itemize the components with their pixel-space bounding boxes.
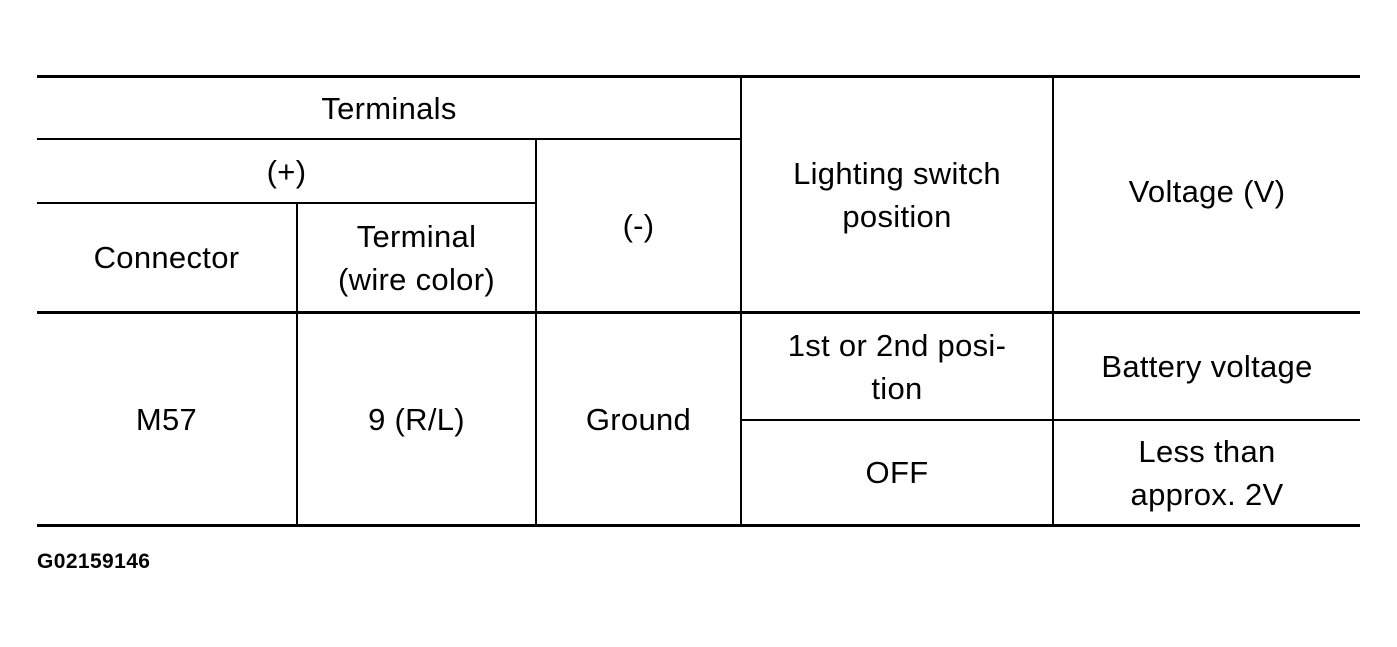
table-top-rule — [37, 75, 1360, 78]
header-minus: (-) — [622, 208, 655, 243]
rule-plus-minus — [535, 138, 537, 527]
rule-switch-voltage — [1052, 75, 1054, 527]
header-voltage: Voltage (V) — [1128, 174, 1286, 209]
table-bottom-rule — [37, 524, 1360, 527]
rule-between-conditions — [741, 419, 1360, 421]
terminal-voltage-table: Terminals (+) (-) Connector Terminal (wi… — [37, 75, 1360, 527]
header-plus: (+) — [266, 153, 307, 189]
header-lighting-switch-position: Lighting switch position — [793, 155, 1001, 234]
cell-voltage-2: Less than approx. 2V — [1130, 433, 1284, 512]
cell-switch-position-2: OFF — [865, 455, 929, 490]
rule-below-terminals — [37, 138, 741, 140]
rule-terminals-switch — [740, 75, 742, 527]
header-terminal-wire-color: Terminal (wire color) — [338, 218, 495, 297]
header-terminals: Terminals — [321, 90, 457, 126]
cell-switch-position-1: 1st or 2nd posi- tion — [787, 327, 1007, 406]
cell-connector-value: M57 — [135, 401, 198, 437]
rule-connector-terminal — [296, 202, 298, 527]
header-bottom-rule — [37, 311, 1360, 314]
cell-terminal-value: 9 (R/L) — [368, 401, 465, 437]
header-connector: Connector — [93, 240, 240, 275]
cell-minus-value: Ground — [585, 401, 692, 437]
rule-below-plus — [37, 202, 536, 204]
cell-voltage-1: Battery voltage — [1101, 349, 1313, 384]
figure-id: G02159146 — [37, 550, 151, 573]
